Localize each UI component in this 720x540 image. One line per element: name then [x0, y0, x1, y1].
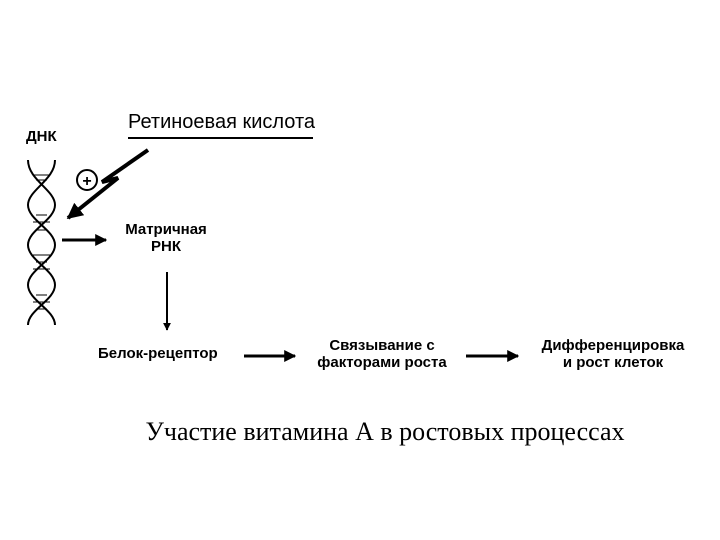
- growth-factor-binding-label: Связывание с факторами роста: [302, 337, 462, 371]
- mrna-label: Матричная РНК: [112, 221, 220, 255]
- differentiation-label-line1: Дифференцировка: [541, 337, 685, 354]
- lightning-arrow-icon: [66, 148, 150, 220]
- mrna-label-line2: РНК: [151, 237, 181, 255]
- differentiation-label-line2: и рост клеток: [562, 353, 664, 371]
- plus-circle-icon: +: [76, 169, 98, 191]
- mrna-label-line1: Матричная: [125, 221, 207, 238]
- dna-label: ДНК: [26, 128, 57, 145]
- receptor-protein-label: Белок-рецептор: [98, 345, 218, 362]
- diagram-caption: Участие витамина А в ростовых процессах: [145, 417, 625, 446]
- plus-sign: +: [82, 173, 91, 190]
- dna-helix-icon: [26, 159, 57, 326]
- retinoic-acid-underline: [128, 137, 313, 139]
- binding-label-line2: факторами роста: [317, 353, 447, 371]
- binding-label-line1: Связывание с: [329, 337, 435, 354]
- differentiation-label: Дифференцировка и рост клеток: [528, 337, 698, 371]
- retinoic-acid-label: Ретиноевая кислота: [128, 111, 316, 133]
